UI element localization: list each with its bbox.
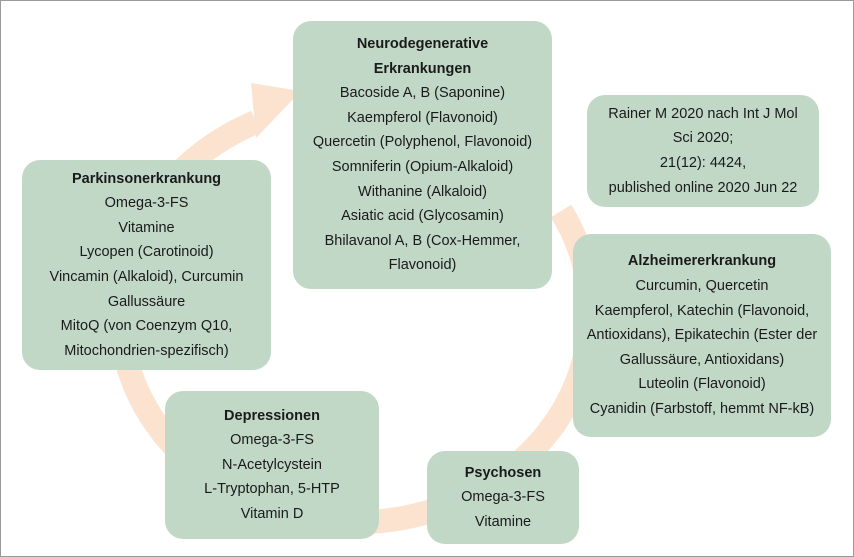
source-line: Rainer M 2020 nach Int J Mol xyxy=(608,105,798,122)
box-psychosen: Psychosen Omega-3-FS Vitamine xyxy=(427,451,579,544)
alzheimer-item: Antioxidans), Epikatechin (Ester der xyxy=(586,327,818,344)
parkinson-item: Omega-3-FS xyxy=(104,195,189,212)
parkinson-item: Vitamine xyxy=(118,219,175,236)
alzheimer-item: Luteolin (Flavonoid) xyxy=(638,376,766,393)
depressionen-item: N-Acetylcystein xyxy=(222,456,322,473)
parkinson-item: MitoQ (von Coenzym Q10, xyxy=(60,318,233,335)
cycle-arrowhead xyxy=(251,83,301,138)
neuro-item: Bhilavanol A, B (Cox-Hemmer, xyxy=(324,232,521,249)
parkinson-item: Lycopen (Carotinoid) xyxy=(79,244,214,261)
box-neurodegenerative: Neurodegenerative Erkrankungen Bacoside … xyxy=(293,21,552,289)
neuro-item: Bacoside A, B (Saponine) xyxy=(339,85,506,102)
alzheimer-item: Cyanidin (Farbstoff, hemmt NF-kB) xyxy=(589,400,815,417)
alzheimer-item: Gallussäure, Antioxidans) xyxy=(619,351,785,368)
alzheimer-item: Kaempferol, Katechin (Flavonoid, xyxy=(594,302,810,319)
box-alzheimer: Alzheimererkrankung Curcumin, Quercetin … xyxy=(573,234,831,437)
parkinson-item: Gallussäure xyxy=(107,293,186,310)
depressionen-item: Vitamin D xyxy=(240,505,304,522)
neuro-title-line2: Erkrankungen xyxy=(373,60,472,77)
psychosen-title: Psychosen xyxy=(464,464,542,481)
parkinson-title: Parkinsonerkrankung xyxy=(71,170,222,187)
neuro-item: Withanine (Alkaloid) xyxy=(358,183,487,200)
alzheimer-title: Alzheimererkrankung xyxy=(627,253,777,270)
parkinson-item: Mitochondrien-spezifisch) xyxy=(64,342,229,359)
neuro-item: Quercetin (Polyphenol, Flavonoid) xyxy=(312,134,533,151)
source-line: Sci 2020; xyxy=(672,130,734,147)
parkinson-item: Vincamin (Alkaloid), Curcumin xyxy=(49,269,244,285)
source-line: published online 2020 Jun 22 xyxy=(608,179,798,196)
psychosen-item: Vitamine xyxy=(474,513,532,530)
box-source: Rainer M 2020 nach Int J Mol Sci 2020; 2… xyxy=(587,95,819,207)
neuro-title-line1: Neurodegenerative xyxy=(356,36,489,53)
depressionen-item: L-Tryptophan, 5-HTP xyxy=(204,481,340,498)
neuro-item: Asiatic acid (Glycosamin) xyxy=(341,208,504,225)
neuro-item: Kaempferol (Flavonoid) xyxy=(347,109,498,126)
depressionen-item: Omega-3-FS xyxy=(230,432,314,449)
depressionen-title: Depressionen xyxy=(224,407,320,424)
neuro-item: Flavonoid) xyxy=(388,257,457,274)
box-parkinson: Parkinsonerkrankung Omega-3-FS Vitamine … xyxy=(22,160,271,370)
alzheimer-item: Curcumin, Quercetin xyxy=(635,278,769,295)
box-depressionen: Depressionen Omega-3-FS N-Acetylcystein … xyxy=(165,391,379,539)
psychosen-item: Omega-3-FS xyxy=(461,489,545,506)
neuro-item: Somniferin (Opium-Alkaloid) xyxy=(331,159,514,175)
source-line: 21(12): 4424, xyxy=(659,155,747,171)
